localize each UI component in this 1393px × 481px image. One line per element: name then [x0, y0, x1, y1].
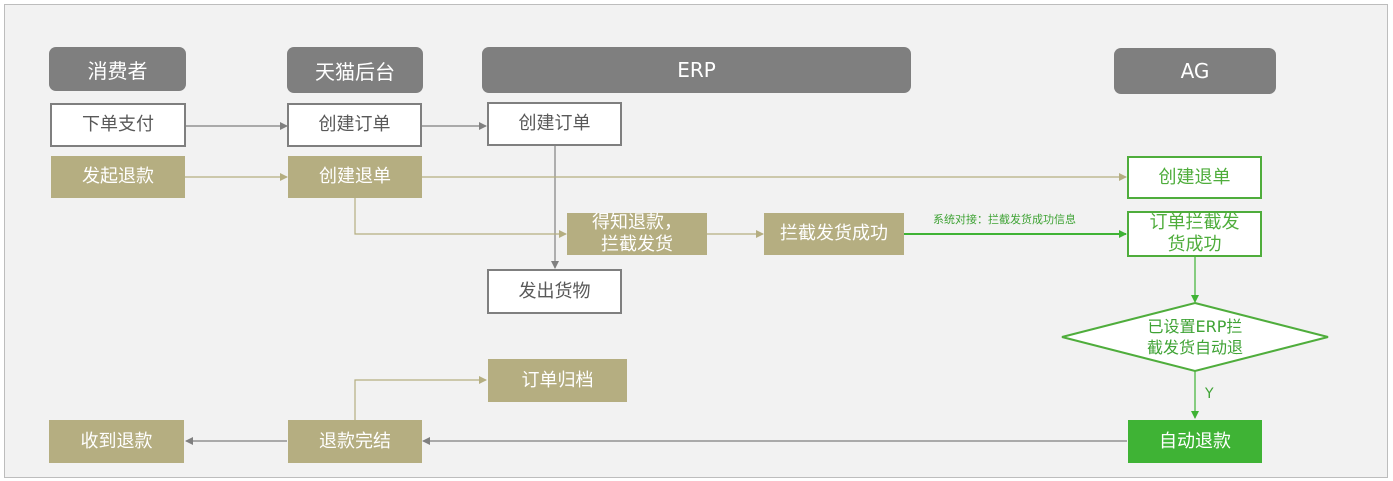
node-notify-intercept-line2: 拦截发货 — [601, 234, 673, 255]
decision-text-line1: 已设置ERP拦 — [1147, 317, 1243, 336]
node-ship-goods: 发出货物 — [487, 269, 622, 314]
node-ag-order-intercept-line1: 订单拦截发 — [1149, 212, 1240, 233]
edge-label-yes: Y — [1205, 386, 1214, 402]
decision-text: 已设置ERP拦 截发货自动退 — [1120, 314, 1270, 360]
lane-header-ag: AG — [1114, 48, 1276, 94]
decision-text-line2: 截发货自动退 — [1146, 338, 1243, 357]
node-refund-complete: 退款完结 — [288, 420, 422, 463]
node-erp-create-order: 创建订单 — [487, 102, 622, 146]
edge-label-system-dock: 系统对接：拦截发货成功信息 — [933, 213, 1076, 226]
lane-header-consumer: 消费者 — [49, 47, 186, 91]
node-ag-order-intercept: 订单拦截发 货成功 — [1127, 211, 1262, 257]
lane-header-tmall: 天猫后台 — [287, 47, 423, 93]
node-auto-refund: 自动退款 — [1128, 420, 1262, 463]
lane-header-erp: ERP — [482, 47, 911, 93]
node-initiate-refund: 发起退款 — [51, 156, 185, 198]
node-ag-create-refund: 创建退单 — [1127, 156, 1262, 199]
node-tmall-create-order: 创建订单 — [287, 103, 422, 147]
node-notify-intercept-line1: 得知退款， — [592, 212, 682, 233]
node-ag-order-intercept-line2: 货成功 — [1167, 234, 1222, 255]
node-archive-order: 订单归档 — [488, 359, 627, 402]
node-place-order: 下单支付 — [50, 103, 186, 147]
node-intercept-success: 拦截发货成功 — [764, 213, 904, 255]
node-receive-refund: 收到退款 — [49, 420, 184, 463]
node-tmall-create-refund: 创建退单 — [288, 156, 422, 198]
node-notify-intercept: 得知退款， 拦截发货 — [567, 212, 707, 255]
